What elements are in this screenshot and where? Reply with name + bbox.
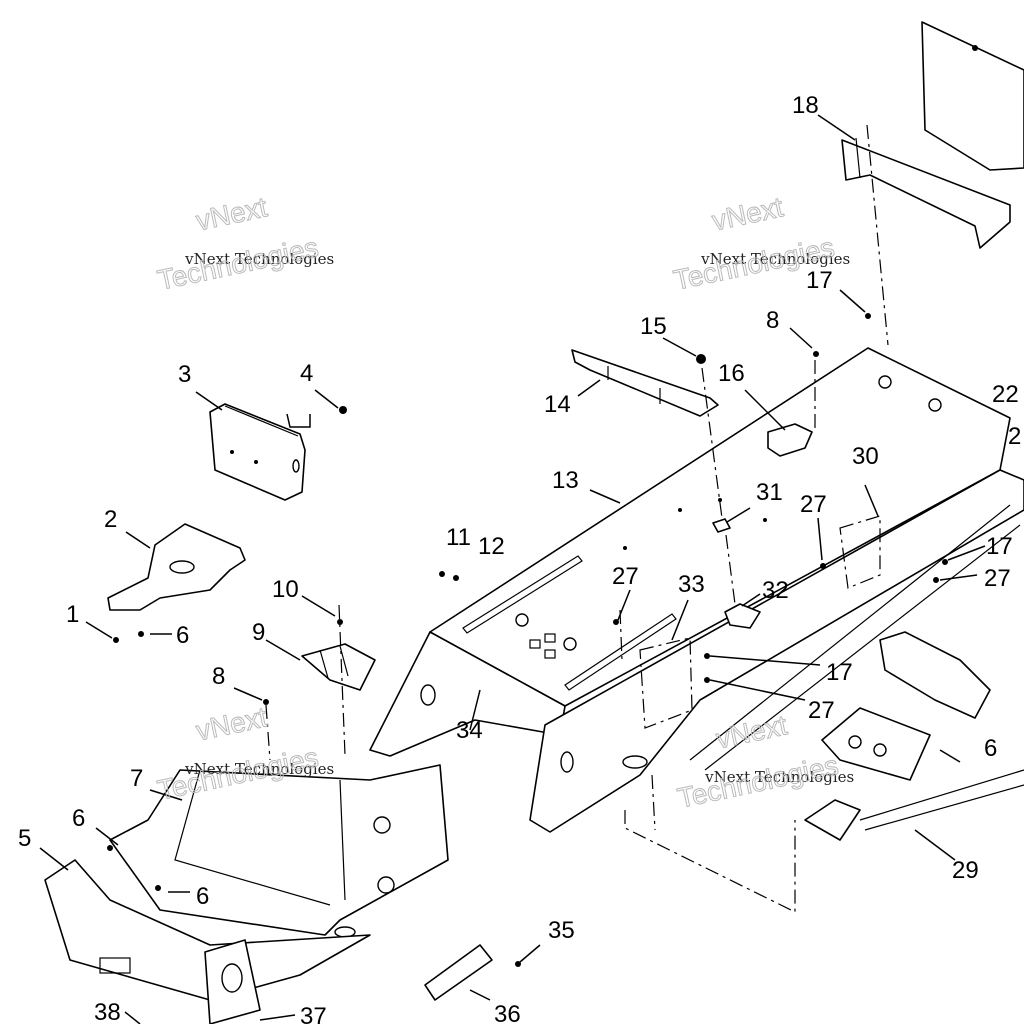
callout-12: 12 [478,533,505,560]
tunnel-side-panel [529,469,1024,833]
callout-labels: 1 2 3 4 5 6 6 6 6 7 8 8 9 10 11 12 13 14… [18,92,1021,1024]
callout-27-b: 27 [612,563,639,590]
rear-panel [921,21,1024,171]
part-33-plate [639,637,693,729]
callout-34: 34 [456,717,483,744]
callout-10: 10 [272,576,299,603]
part-36-bracket [424,944,493,1001]
callout-1: 1 [66,601,79,628]
front-lower-frame [44,859,371,1024]
callout-35: 35 [548,917,575,944]
callout-6-d: 6 [984,735,997,762]
callout-14: 14 [544,391,571,418]
watermark-top-left: vNext vNext Technologies Technologies [154,191,334,297]
callout-38: 38 [94,999,121,1024]
callout-9: 9 [252,619,265,646]
watermark-line1: vNext [193,191,270,236]
leader-lines [39,114,986,1024]
assembly-lines [265,124,889,913]
callout-18: 18 [792,92,819,119]
callout-27-d: 27 [808,697,835,724]
part-3-cover [209,403,306,501]
callout-17-a: 17 [806,267,833,294]
part-7-frame [109,764,449,938]
watermark-line2: vNext Technologies [704,768,854,786]
callout-30: 30 [852,443,879,470]
callout-4: 4 [300,360,313,387]
watermark-line2: vNext Technologies [184,250,334,268]
rear-skid-bracket [804,631,1024,841]
callout-37: 37 [300,1003,327,1024]
part-16-knob [767,423,813,457]
callout-16: 16 [718,360,745,387]
watermark-line1: vNext [713,709,790,754]
callout-27-c: 27 [984,565,1011,592]
fasteners [107,313,948,967]
part-18-bracket [841,137,1011,249]
part-31-grommet [712,518,731,533]
callout-29: 29 [952,857,979,884]
callout-31: 31 [756,479,783,506]
callout-17-c: 17 [826,659,853,686]
callout-8-b: 8 [766,307,779,334]
callout-7: 7 [130,765,143,792]
callout-13: 13 [552,467,579,494]
watermark-line2: vNext Technologies [184,760,334,778]
callout-3: 3 [178,361,191,388]
callout-6-a: 6 [176,622,189,649]
watermark-line3: Technologies [155,232,321,296]
callout-5: 5 [18,825,31,852]
part-30-plate [839,515,881,589]
callout-15: 15 [640,313,667,340]
callout-6-c: 6 [196,883,209,910]
callout-8-a: 8 [212,663,225,690]
callout-6-b: 6 [72,805,85,832]
callout-36: 36 [494,1001,521,1024]
part-32-knob [724,603,761,629]
callout-33: 33 [678,571,705,598]
watermark-line1: vNext [709,191,786,236]
part-9-clip [301,643,376,691]
watermark-line3: Technologies [675,750,841,814]
part-2-bracket [107,523,246,611]
callout-27-a: 27 [800,491,827,518]
callout-2: 2 [104,506,117,533]
callout-32: 32 [762,577,789,604]
callout-17-b: 17 [986,533,1013,560]
callout-2-right: 2 [1008,423,1021,450]
watermark-line1: vNext [193,701,270,746]
watermark-line2: vNext Technologies [700,250,850,268]
part-14 [571,349,719,417]
callout-11: 11 [446,524,471,551]
callout-22: 22 [992,381,1019,408]
